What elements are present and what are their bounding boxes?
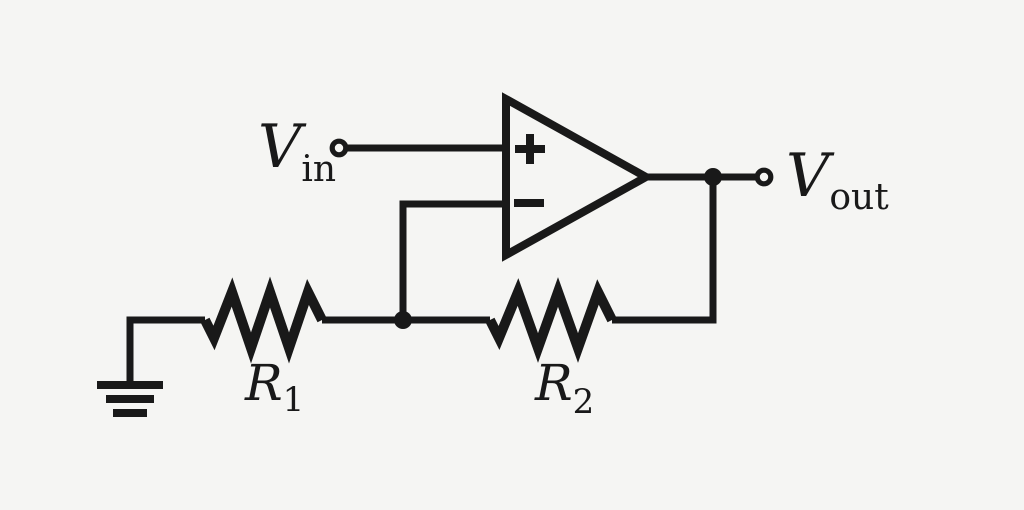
ground-bar-middle [106, 395, 154, 403]
feedback-wire-right [612, 177, 717, 324]
ground-icon [97, 381, 163, 417]
ground-bar-bottom [113, 409, 147, 417]
vin-label-base: V [258, 112, 307, 182]
r2-label: R2 [534, 354, 594, 422]
r2-label-base: R [534, 354, 573, 412]
ground-wire [126, 316, 205, 383]
resistor-r2 [485, 277, 617, 363]
r1-label-sub: 1 [283, 380, 305, 420]
inverting-input-wire [399, 200, 506, 320]
resistor-r1 [200, 276, 327, 364]
vin-terminal [329, 138, 349, 158]
vin-label-sub: in [301, 149, 336, 190]
vout-label-sub: out [829, 177, 889, 218]
feedback-junction-dot [394, 311, 412, 329]
r2-label-sub: 2 [573, 382, 595, 422]
vout-label-base: V [786, 141, 835, 211]
vin-label: Vin [258, 112, 336, 190]
vout-terminal [754, 167, 774, 187]
opamp-plus-icon [515, 134, 545, 164]
ground-bar-top [97, 381, 163, 389]
opamp-triangle [502, 92, 655, 262]
vout-label: Vout [786, 141, 889, 218]
output-junction-dot [704, 168, 722, 186]
r1-label: R1 [244, 354, 304, 420]
r1-label-base: R [244, 354, 283, 412]
